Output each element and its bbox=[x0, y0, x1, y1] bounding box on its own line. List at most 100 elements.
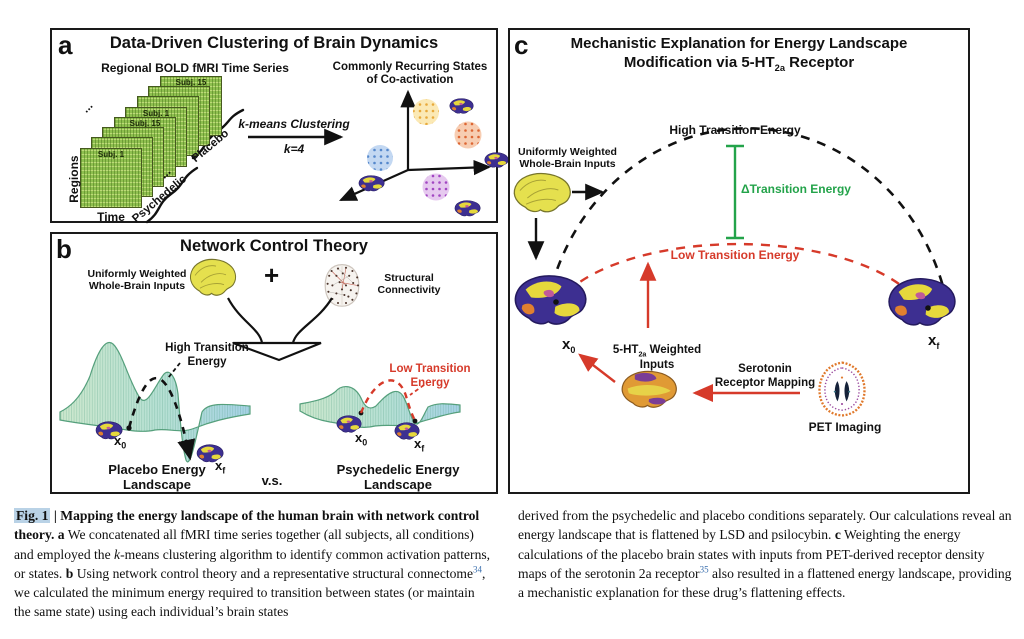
cluster-yellow bbox=[413, 99, 439, 125]
caption-c-marker: c bbox=[834, 527, 841, 543]
caption-a-marker: a bbox=[57, 527, 65, 543]
sc-line1: Structural bbox=[384, 272, 434, 284]
panel-c-title-line1: Mechanistic Explanation for Energy Lands… bbox=[570, 35, 908, 52]
sc-line2: Connectivity bbox=[377, 284, 441, 297]
serotonin-weighted-label: 5-HT2a Weighted Inputs bbox=[602, 344, 712, 372]
uniform-inputs-label: Uniformly Weighted Whole-Brain Inputs bbox=[510, 146, 625, 171]
cluster-purple bbox=[422, 173, 450, 201]
x-base: x bbox=[355, 430, 363, 445]
pet-imaging-label: PET Imaging bbox=[808, 420, 882, 434]
x0-label: x0 bbox=[562, 336, 575, 355]
x-sub: 0 bbox=[121, 440, 127, 451]
matrix-label: Subj. 15 bbox=[129, 119, 161, 128]
panel-b-title: Network Control Theory bbox=[180, 237, 368, 255]
x-base: x bbox=[928, 332, 937, 349]
funnel bbox=[227, 297, 333, 362]
x-sub: f bbox=[222, 465, 226, 476]
matrix-label: Subj. 15 bbox=[175, 78, 207, 87]
cluster-blue bbox=[367, 145, 393, 171]
panel-a-graphics bbox=[145, 89, 509, 224]
receptor-mapping-label: Serotonin Receptor Mapping bbox=[707, 363, 823, 390]
panel-c-graphics bbox=[513, 127, 956, 417]
caption-k-italic: k bbox=[114, 546, 121, 562]
caption-text: Using network control theory and a repre… bbox=[73, 565, 474, 581]
matrix-label: Subj. 1 bbox=[142, 109, 170, 118]
psychedelic-x0-label: x0 bbox=[355, 430, 367, 448]
psychedelic-caption-line1: Psychedelic Energy bbox=[336, 462, 460, 477]
weighted-input-arrow-to-x0 bbox=[578, 353, 616, 383]
cluster-orange bbox=[454, 121, 482, 149]
axis-time-label: Time bbox=[97, 210, 125, 224]
plus-sign: + bbox=[264, 260, 280, 290]
x-base: x bbox=[414, 436, 422, 451]
structural-connectivity-label: Structural Connectivity bbox=[364, 272, 454, 297]
caption-text: -means clustering algorithm to identify … bbox=[14, 546, 491, 581]
x-sub: 0 bbox=[362, 437, 368, 448]
high-te-label: High Transition Energy bbox=[162, 342, 252, 369]
brain-state-yellow-cluster bbox=[449, 98, 474, 114]
x-base: x bbox=[114, 433, 122, 448]
uniform-inputs-line2: Whole-Brain Inputs bbox=[519, 158, 616, 171]
uniform-inputs-label: Uniformly Weighted Whole-Brain Inputs bbox=[82, 268, 192, 293]
brain-state-orange-cluster bbox=[484, 152, 509, 168]
caption-text: also resulted in a flattened energy land… bbox=[518, 565, 1012, 601]
kmeans-k-label: k=4 bbox=[283, 142, 305, 156]
high-te-label: High Transition Energy bbox=[669, 123, 801, 137]
low-te-label: Low Transition Energy bbox=[387, 363, 473, 390]
x-sub: 0 bbox=[570, 345, 576, 355]
caption-b-marker: b bbox=[65, 565, 74, 581]
uniform-inputs-line2: Whole-Brain Inputs bbox=[88, 280, 186, 293]
uniform-inputs-line1: Uniformly Weighted bbox=[87, 268, 187, 280]
delta-te-label: ΔTransition Energy bbox=[741, 182, 851, 196]
caption-title: | Mapping the energy landscape of the hu… bbox=[14, 508, 480, 543]
axis-regions-label: Regions bbox=[66, 155, 81, 203]
xf-dot bbox=[412, 418, 418, 424]
panel-c: c Mechanistic Explanation for Energy Lan… bbox=[508, 28, 970, 494]
x0-brain bbox=[514, 275, 587, 325]
title-post: Receptor bbox=[785, 54, 855, 71]
xf-dot bbox=[925, 305, 931, 311]
psychedelic-landscape bbox=[299, 386, 461, 428]
high-transition-arc bbox=[550, 127, 948, 299]
x-sub: f bbox=[936, 341, 940, 351]
panel-a: a Data-Driven Clustering of Brain Dynami… bbox=[50, 28, 509, 225]
pet-imaging-slice bbox=[818, 361, 866, 417]
placebo-xf-label: xf bbox=[215, 458, 225, 476]
low-te-label: Low Transition Energy bbox=[670, 248, 800, 262]
caption-left-column: Fig. 1 | Mapping the energy landscape of… bbox=[14, 506, 494, 622]
placebo-caption-line1: Placebo Energy bbox=[108, 462, 206, 477]
fmri-matrix-subj1-psychedelic: Subj. 1 bbox=[80, 148, 142, 208]
ht-pre: 5-HT bbox=[612, 344, 639, 356]
xf-brain bbox=[888, 278, 956, 326]
panel-c-title-line2: Modification via 5-HT2a Receptor bbox=[530, 54, 948, 73]
psychedelic-xf-label: xf bbox=[414, 436, 424, 454]
kmeans-label: k-means Clustering bbox=[238, 117, 350, 131]
panel-c-tag: c bbox=[514, 30, 529, 60]
sero-line2: Receptor Mapping bbox=[714, 376, 816, 389]
states-title-line2: of Co-activation bbox=[366, 74, 454, 86]
high-te-line1: High Transition bbox=[165, 342, 249, 354]
placebo-x0-label: x0 bbox=[114, 433, 126, 451]
brain-state-blue-cluster bbox=[358, 175, 385, 192]
title-sub: 2a bbox=[774, 63, 785, 73]
uniform-inputs-brain bbox=[189, 258, 237, 296]
citation-34-link[interactable]: 34 bbox=[473, 564, 483, 575]
low-te-pointer bbox=[409, 384, 425, 396]
panel-b: b Network Control Theory Uniformly Weigh… bbox=[50, 232, 498, 494]
ht-sub: 2a bbox=[638, 350, 647, 359]
uniform-inputs-line1: Uniformly Weighted bbox=[518, 146, 617, 158]
brain-state-purple-cluster bbox=[454, 200, 481, 217]
low-te-line2: Energy bbox=[410, 376, 450, 389]
psychedelic-brace bbox=[145, 166, 199, 224]
low-transition-path bbox=[359, 379, 417, 422]
psychedelic-caption-line2: Landscape bbox=[364, 477, 432, 493]
panel-b-tag: b bbox=[56, 234, 72, 264]
sero-line1: Serotonin bbox=[738, 363, 792, 375]
stack-title: Regional BOLD fMRI Time Series bbox=[101, 61, 289, 75]
title-pre: Modification via 5-HT bbox=[623, 54, 775, 71]
citation-35-link[interactable]: 35 bbox=[699, 564, 709, 575]
panel-a-tag: a bbox=[58, 30, 73, 60]
delta-energy-bar bbox=[726, 144, 744, 240]
caption-text: , we calculated the minimum energy requi… bbox=[14, 565, 486, 620]
